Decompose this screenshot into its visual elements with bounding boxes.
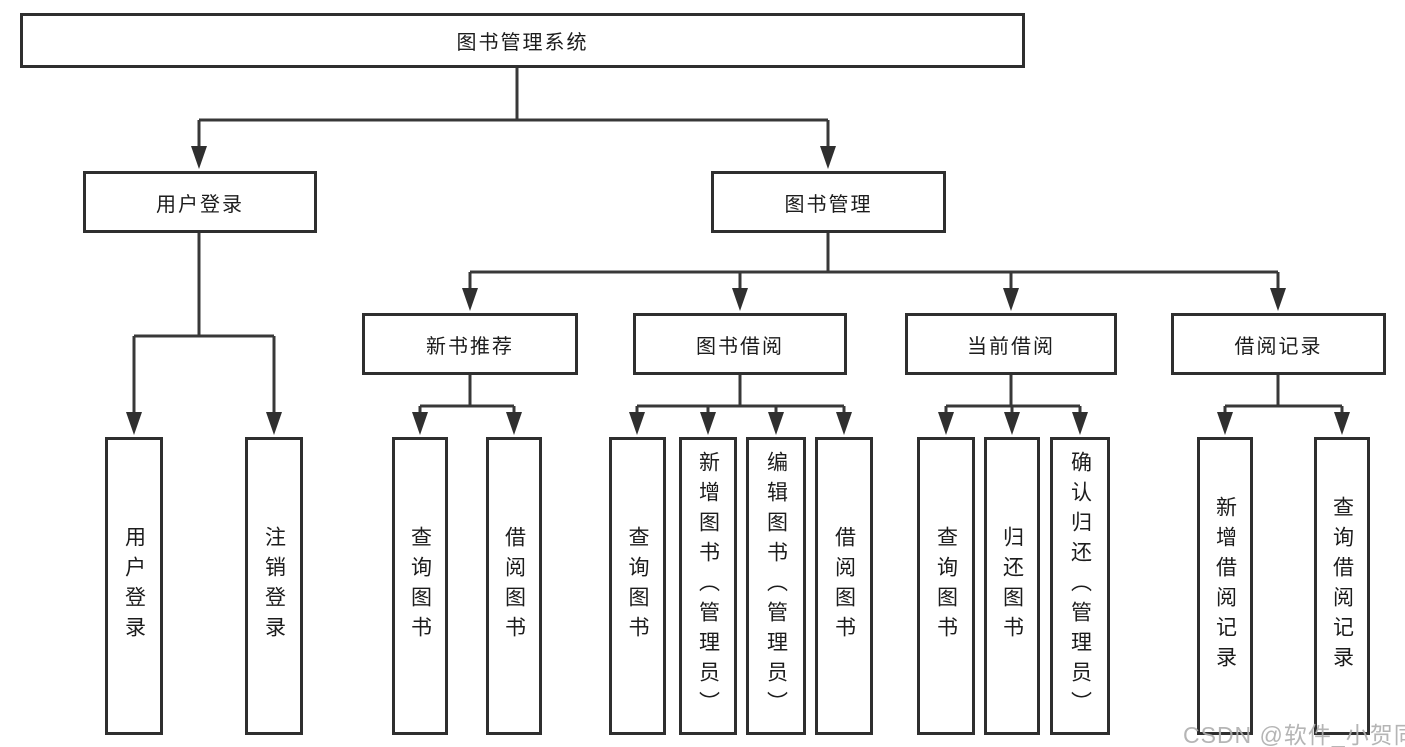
leaf-query-borrow-record-label: 查询借阅记录 bbox=[1330, 496, 1354, 676]
node-borrow-records-label: 借阅记录 bbox=[1234, 335, 1323, 358]
leaf-add-borrow-record: 新增借阅记录 bbox=[1197, 437, 1253, 735]
leaf-return-book: 归还图书 bbox=[984, 437, 1040, 735]
leaf-logout: 注销登录 bbox=[245, 437, 303, 735]
node-new-book-recommend: 新书推荐 bbox=[362, 313, 578, 375]
leaf-borrow-book: 借阅图书 bbox=[815, 437, 873, 735]
node-user-login: 用户登录 bbox=[83, 171, 317, 233]
leaf-add-borrow-record-label: 新增借阅记录 bbox=[1213, 496, 1237, 676]
leaf-edit-book-admin: 编辑图书（管理员） bbox=[746, 437, 806, 735]
leaf-query-book-recommend-label: 查询图书 bbox=[408, 526, 432, 646]
leaf-borrow-book-label: 借阅图书 bbox=[832, 526, 856, 646]
leaf-return-book-label: 归还图书 bbox=[1000, 526, 1024, 646]
node-new-book-recommend-label: 新书推荐 bbox=[426, 335, 514, 358]
csdn-watermark: CSDN @软件_小贺同学 bbox=[1183, 722, 1405, 747]
leaf-borrow-book-recommend-label: 借阅图书 bbox=[502, 526, 526, 646]
node-current-borrow: 当前借阅 bbox=[905, 313, 1117, 375]
leaf-edit-book-admin-label: 编辑图书（管理员） bbox=[764, 451, 788, 721]
leaf-confirm-return-admin-label: 确认归还（管理员） bbox=[1068, 451, 1092, 721]
node-book-management: 图书管理 bbox=[711, 171, 946, 233]
node-borrow-records: 借阅记录 bbox=[1171, 313, 1386, 375]
leaf-query-book-borrow: 查询图书 bbox=[609, 437, 666, 735]
connector-book-management-to-level3 bbox=[462, 233, 1286, 311]
leaf-user-login-label: 用户登录 bbox=[122, 526, 146, 646]
connector-current-borrow-to-leaves bbox=[938, 375, 1088, 435]
node-root: 图书管理系统 bbox=[20, 13, 1025, 68]
leaf-query-book-current: 查询图书 bbox=[917, 437, 975, 735]
leaf-borrow-book-recommend: 借阅图书 bbox=[486, 437, 542, 735]
node-current-borrow-label: 当前借阅 bbox=[967, 335, 1055, 358]
connector-borrow-records-to-leaves bbox=[1217, 375, 1350, 435]
node-root-label: 图书管理系统 bbox=[456, 32, 589, 54]
connector-user-login-to-leaves bbox=[126, 233, 282, 435]
leaf-confirm-return-admin: 确认归还（管理员） bbox=[1050, 437, 1110, 735]
leaf-query-book-current-label: 查询图书 bbox=[934, 526, 958, 646]
leaf-add-book-admin: 新增图书（管理员） bbox=[679, 437, 737, 735]
connector-root-to-level2 bbox=[191, 68, 836, 169]
leaf-query-borrow-record: 查询借阅记录 bbox=[1314, 437, 1370, 735]
node-book-borrow: 图书借阅 bbox=[633, 313, 847, 375]
connector-new-book-recommend-to-leaves bbox=[412, 375, 522, 435]
leaf-logout-label: 注销登录 bbox=[262, 526, 286, 646]
node-book-management-label: 图书管理 bbox=[784, 193, 873, 216]
leaf-query-book-recommend: 查询图书 bbox=[392, 437, 448, 735]
leaf-add-book-admin-label: 新增图书（管理员） bbox=[696, 451, 720, 721]
node-user-login-label: 用户登录 bbox=[156, 193, 244, 216]
leaf-query-book-borrow-label: 查询图书 bbox=[626, 526, 649, 646]
node-book-borrow-label: 图书借阅 bbox=[696, 335, 784, 358]
connector-book-borrow-to-leaves bbox=[629, 375, 852, 435]
leaf-user-login: 用户登录 bbox=[105, 437, 163, 735]
